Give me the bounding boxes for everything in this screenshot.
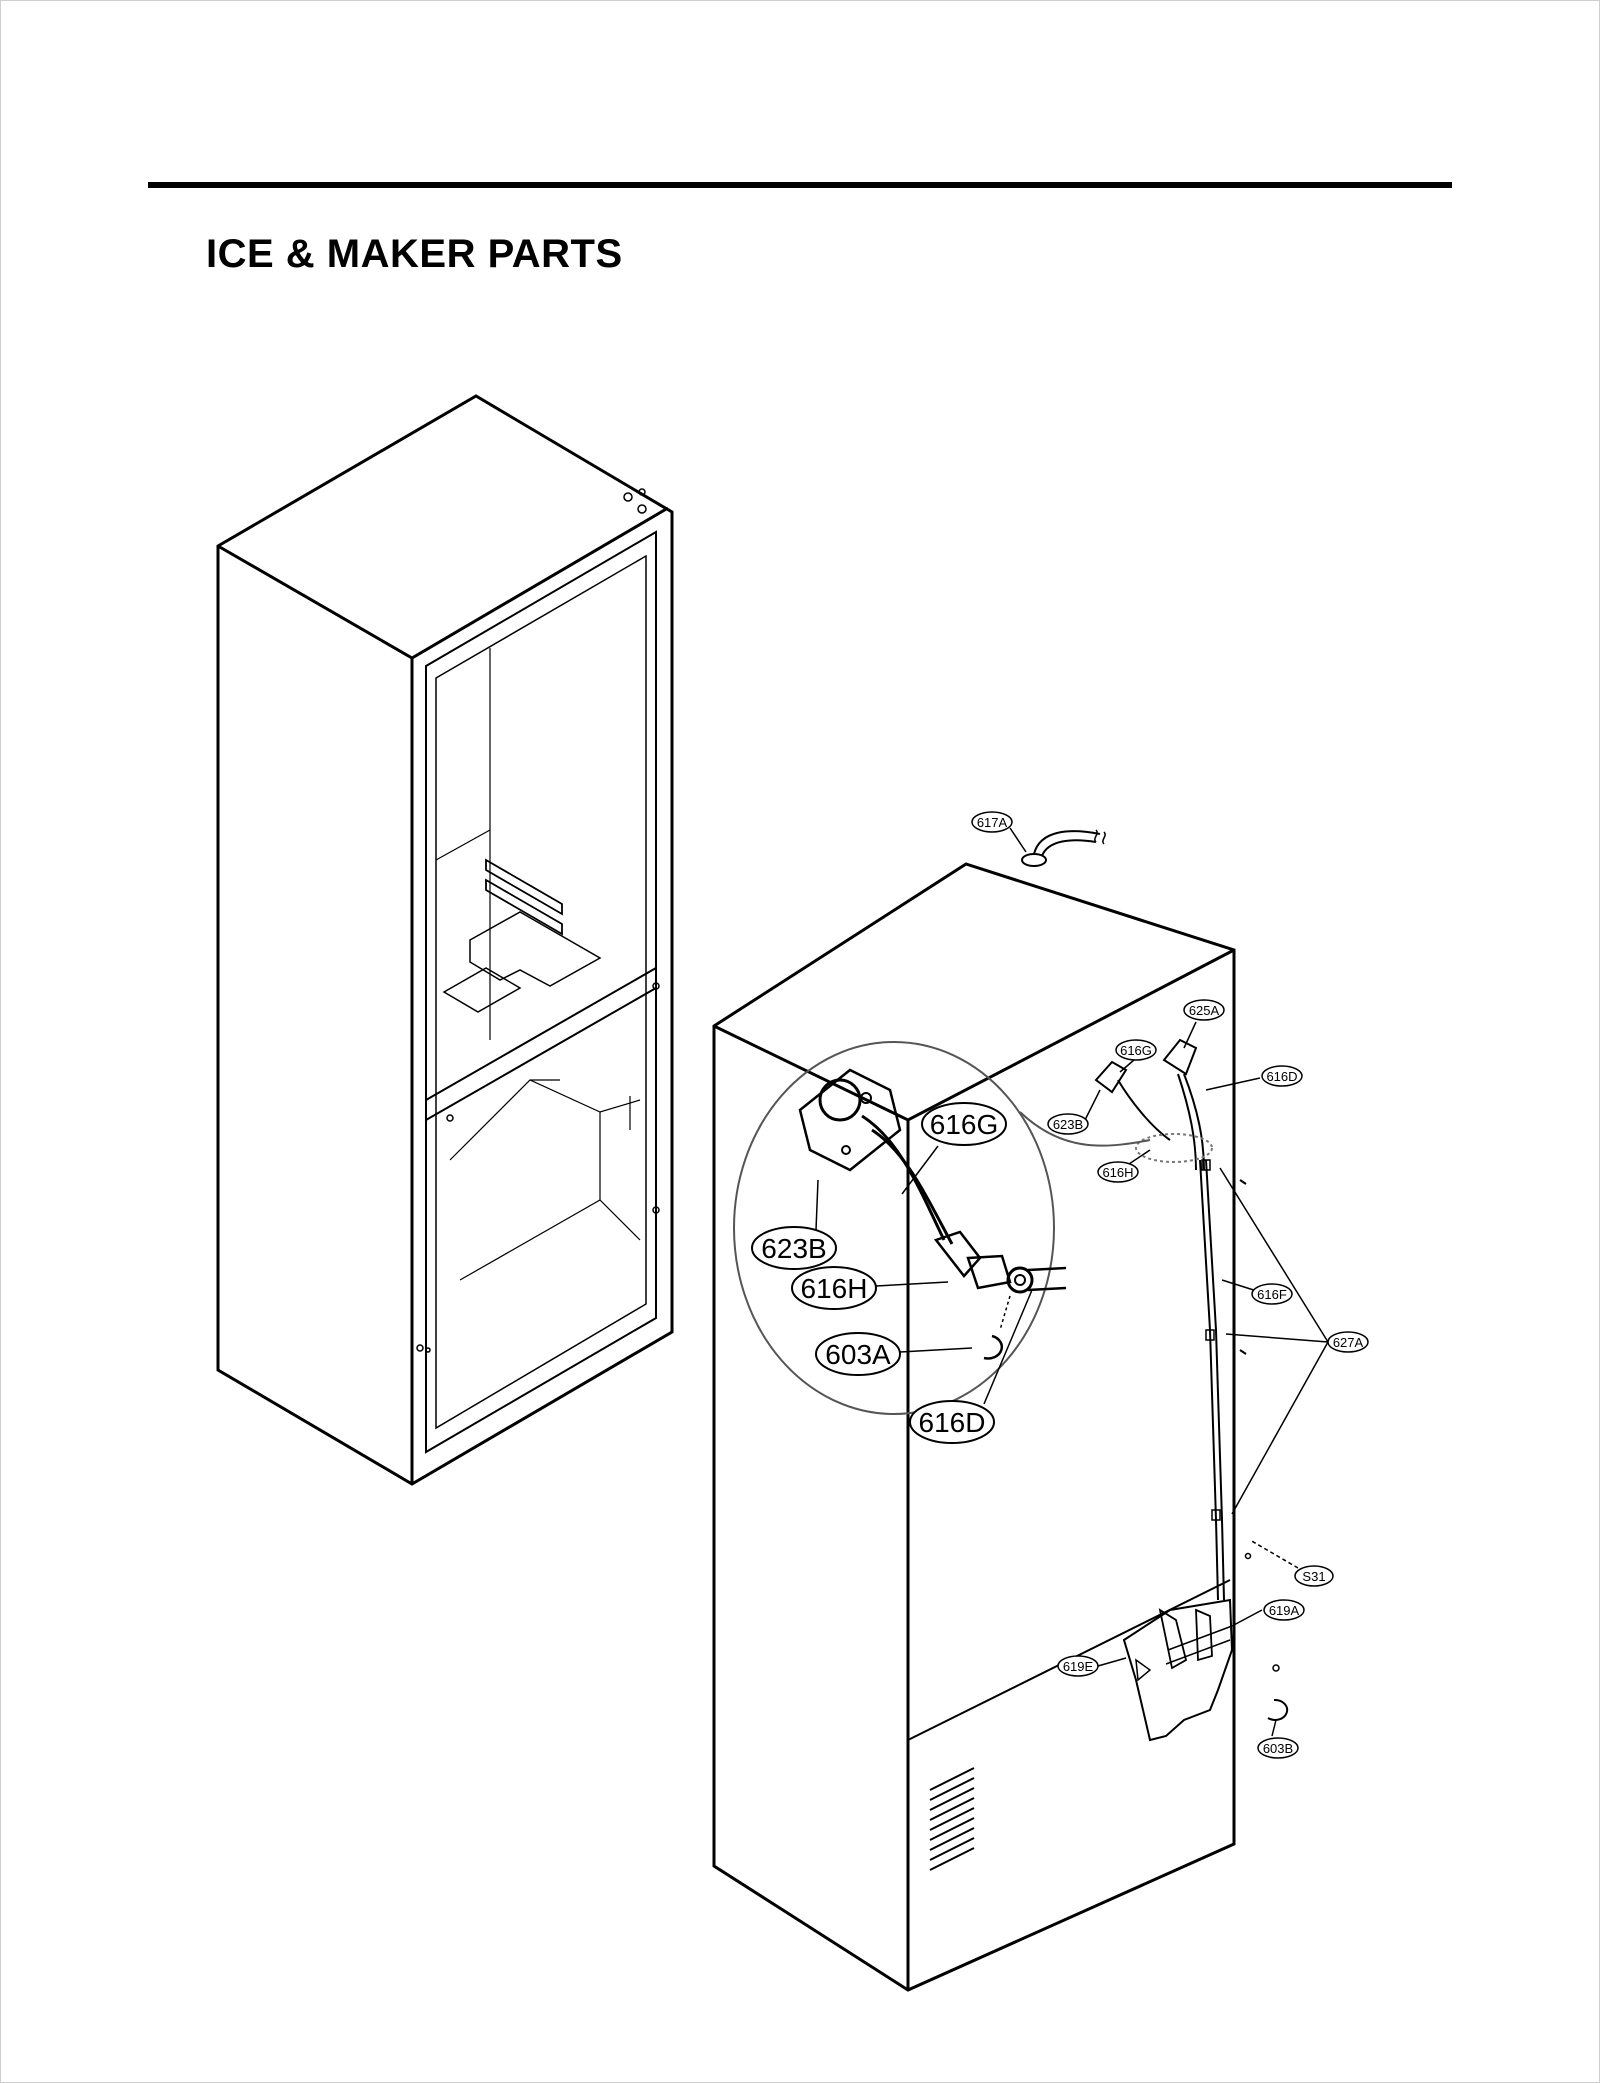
svg-text:616H: 616H	[1102, 1165, 1133, 1180]
svg-text:603A: 603A	[825, 1339, 891, 1370]
callout-s31: S31	[1294, 1565, 1334, 1587]
refrigerator-front-view	[216, 394, 674, 1486]
svg-text:616G: 616G	[1120, 1043, 1152, 1058]
callout-623b: 623B	[1047, 1113, 1089, 1135]
refrigerator-rear-view	[712, 829, 1289, 1992]
svg-text:619A: 619A	[1269, 1603, 1300, 1618]
detail-callout-616h: 616H	[791, 1266, 877, 1310]
svg-text:603B: 603B	[1263, 1741, 1293, 1756]
svg-text:616G: 616G	[930, 1109, 999, 1140]
callout-619e: 619E	[1057, 1655, 1099, 1677]
callout-603b: 603B	[1257, 1737, 1299, 1759]
svg-text:616F: 616F	[1257, 1287, 1287, 1302]
callout-616h: 616H	[1097, 1161, 1139, 1183]
svg-text:616D: 616D	[919, 1407, 986, 1438]
svg-text:616H: 616H	[801, 1273, 868, 1304]
svg-text:627A: 627A	[1333, 1335, 1364, 1350]
svg-text:623B: 623B	[761, 1233, 826, 1264]
callout-617a: 617A	[971, 811, 1013, 833]
callout-616d: 616D	[1261, 1065, 1303, 1087]
callout-627a: 627A	[1327, 1331, 1369, 1353]
callout-619a: 619A	[1263, 1599, 1305, 1621]
detail-callout-616d: 616D	[909, 1400, 995, 1444]
callout-616f: 616F	[1251, 1283, 1293, 1305]
page-title: ICE & MAKER PARTS	[206, 232, 623, 276]
svg-text:623B: 623B	[1053, 1117, 1083, 1132]
header-rule	[148, 182, 1452, 188]
svg-text:625A: 625A	[1189, 1003, 1220, 1018]
svg-text:619E: 619E	[1063, 1659, 1094, 1674]
svg-text:S31: S31	[1302, 1569, 1325, 1584]
svg-text:617A: 617A	[977, 815, 1008, 830]
detail-callout-623b: 623B	[751, 1226, 837, 1270]
callout-625a: 625A	[1183, 999, 1225, 1021]
detail-callout-603a: 603A	[815, 1332, 901, 1376]
leader-lines	[815, 827, 1329, 1737]
detail-callout-616g: 616G	[921, 1102, 1007, 1146]
callout-616g: 616G	[1115, 1039, 1157, 1061]
svg-text:616D: 616D	[1266, 1069, 1297, 1084]
